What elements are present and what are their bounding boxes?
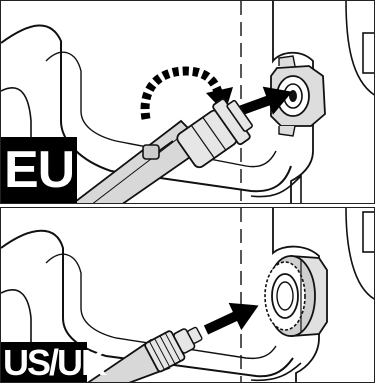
us-uk-inlet-coupling <box>265 256 327 336</box>
region-label-us-uk: US/UK <box>1 342 87 382</box>
housing-tab <box>363 33 375 73</box>
panel-eu: EU <box>0 0 375 204</box>
panel-us-uk: US/UK <box>0 207 375 383</box>
machine-base-line <box>251 363 301 380</box>
region-label-eu: EU <box>1 137 77 203</box>
insert-arrow <box>200 292 265 344</box>
housing-tab <box>363 212 375 252</box>
